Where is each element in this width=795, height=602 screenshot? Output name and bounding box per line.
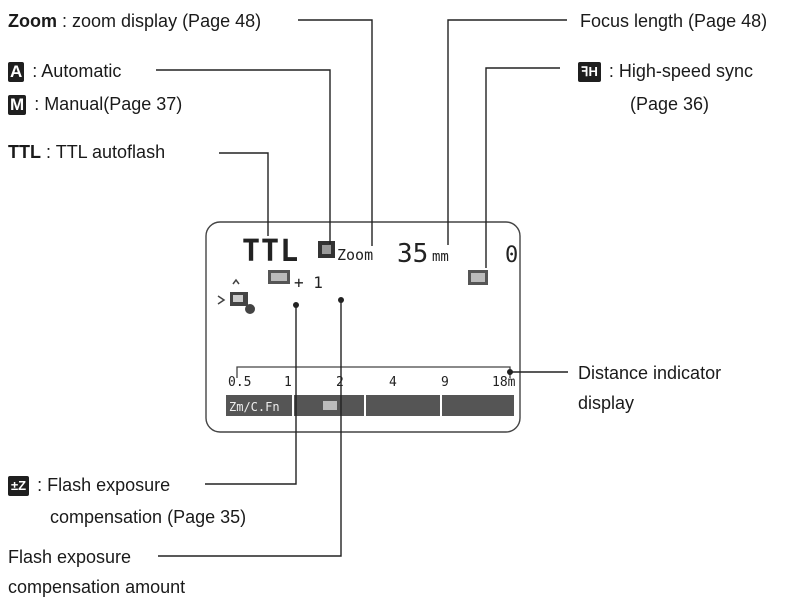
- hss-page: (Page 36): [630, 94, 710, 114]
- hss-desc: : High-speed sync: [608, 61, 753, 81]
- auto-label: A : Automatic: [8, 60, 122, 83]
- manual-label: M : Manual(Page 37): [8, 93, 183, 116]
- lcd-flash-figure-icon: [217, 278, 255, 314]
- leader-lines: [156, 19, 568, 557]
- zoom-desc: : zoom display (Page 48): [62, 11, 262, 31]
- leader-fec-icon: [205, 305, 297, 485]
- ttl-label: TTL : TTL autoflash: [8, 141, 165, 163]
- lcd-scale-label: 9: [441, 375, 449, 390]
- lcd-digit-right: 0: [505, 243, 518, 268]
- fec-amount-1: Flash exposure: [8, 547, 132, 567]
- ttl-desc: : TTL autoflash: [46, 142, 166, 162]
- lcd-distance-scale: 0.5 1 2 4 9 18m: [228, 375, 516, 390]
- fec-label: ±Z : Flash exposure: [8, 474, 171, 497]
- ttl-key: TTL: [8, 142, 41, 162]
- lcd-scale-label: 0.5: [228, 375, 251, 390]
- leader-hss: [485, 67, 560, 268]
- auto-icon: A: [8, 62, 25, 83]
- lcd-focal-unit: mm: [432, 249, 449, 265]
- zoom-label: Zoom : zoom display (Page 48): [8, 10, 261, 32]
- manual-desc: : Manual(Page 37): [34, 94, 183, 114]
- focus-length-label: Focus length (Page 48): [580, 11, 768, 31]
- lcd-scale-label: 18m: [492, 375, 516, 390]
- flash-exposure-comp-icon: ±Z: [8, 476, 30, 497]
- fec-amount-2: compensation amount: [8, 577, 186, 597]
- fec-desc-2: compensation (Page 35): [50, 507, 247, 527]
- lcd-tab-fec-icon: [323, 401, 337, 410]
- high-speed-sync-icon: ꟻH: [578, 62, 601, 83]
- leader-dots: [293, 297, 513, 375]
- lcd-fec-value: + 1: [294, 273, 323, 292]
- lcd-ttl-mode: TTL: [242, 234, 299, 269]
- leader-ttl: [219, 152, 269, 236]
- distance-label-2: display: [578, 393, 635, 413]
- lcd-scale-label: 2: [336, 375, 344, 390]
- leader-zoom: [298, 19, 373, 246]
- lcd-zoom-text: Zoom: [337, 246, 373, 264]
- leader-fec-amount: [158, 300, 342, 557]
- manual-icon: M: [8, 95, 27, 116]
- lcd-scale-label: 4: [389, 375, 397, 390]
- lcd-focal: 35: [397, 239, 428, 269]
- hss-label: ꟻH : High-speed sync: [578, 60, 753, 83]
- distance-label-1: Distance indicator: [578, 363, 722, 383]
- lcd-tab-zm-cfn: Zm/C.Fn: [229, 400, 280, 414]
- lcd-scale-label: 1: [284, 375, 292, 390]
- lcd-tab-bar: Zm/C.Fn: [226, 395, 514, 416]
- zoom-key: Zoom: [8, 11, 57, 31]
- fec-desc-1: : Flash exposure: [37, 475, 171, 495]
- auto-desc: : Automatic: [32, 61, 122, 81]
- leader-automatic: [156, 69, 331, 244]
- leader-focus-length: [447, 19, 567, 245]
